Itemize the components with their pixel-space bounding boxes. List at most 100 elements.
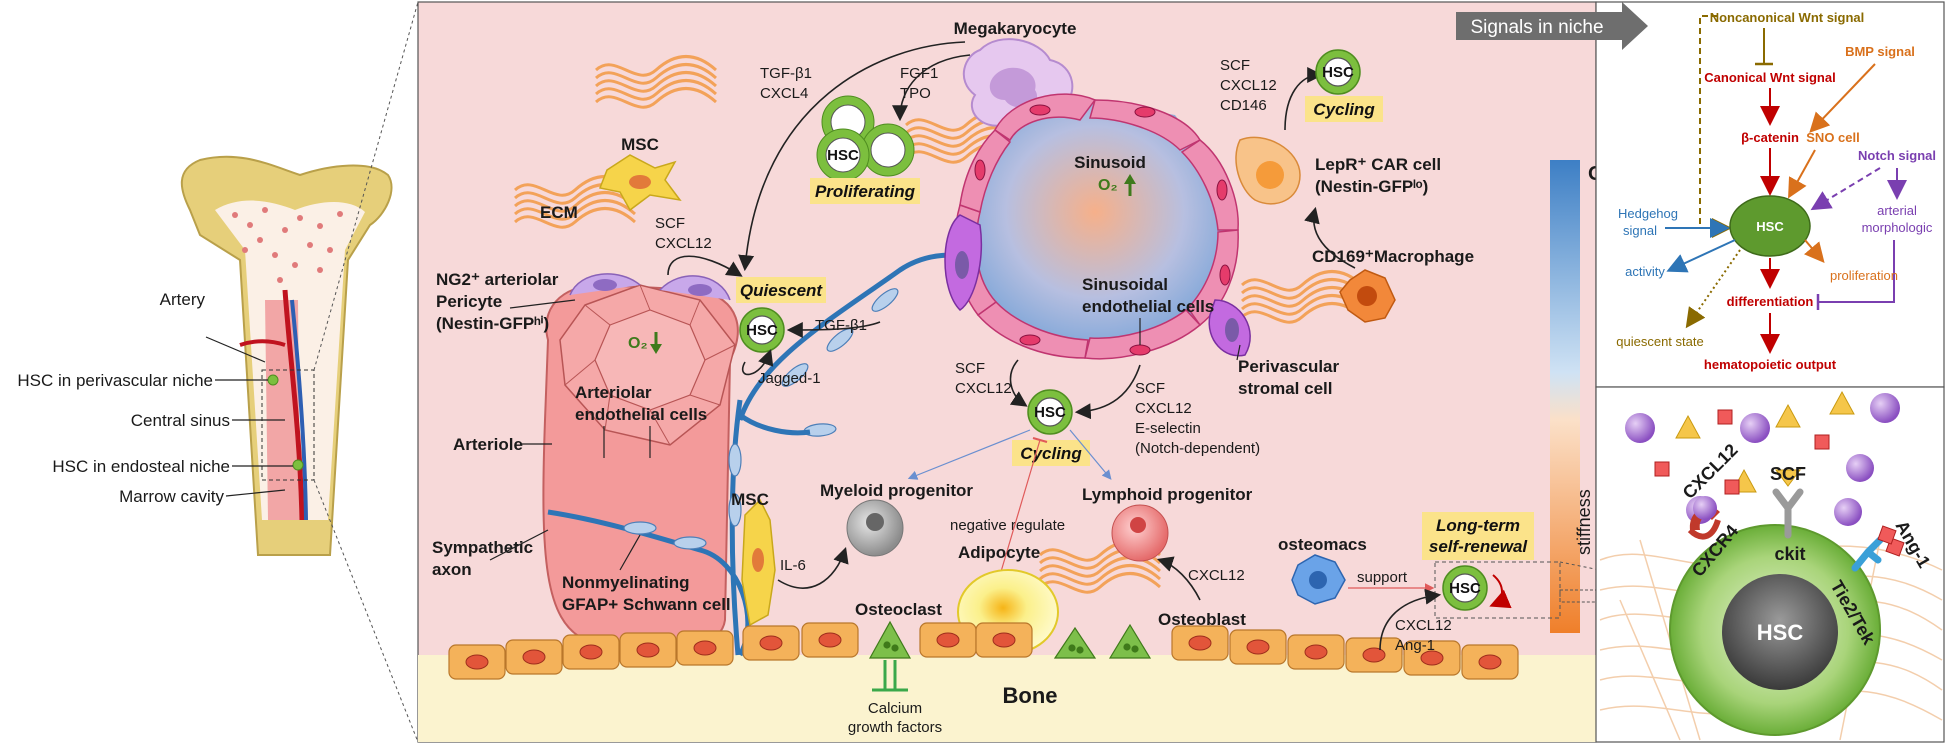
ligand-cxcl12-balls: [1625, 393, 1900, 526]
label-longterm-1: Long-term: [1436, 516, 1520, 535]
label-lymphoid: Lymphoid progenitor: [1082, 485, 1253, 504]
label-quiescent-state: quiescent state: [1616, 334, 1703, 349]
label-receptor-hsc: HSC: [1757, 620, 1804, 645]
label-arteriolar-endo-1: Arteriolar: [575, 383, 652, 402]
label-sympathetic-2: axon: [432, 560, 472, 579]
label-quiescent: Quiescent: [740, 281, 824, 300]
label-megakaryocyte: Megakaryocyte: [954, 19, 1077, 38]
niche-panel: Bone ECM O₂ stiffness Megakaryocyte TGF-…: [417, 1, 1621, 743]
tag-longterm: [1422, 512, 1534, 560]
label-osteoblast: Osteoblast: [1158, 610, 1246, 629]
label-hsc-endosteal: HSC in endosteal niche: [52, 457, 230, 476]
label-signals-hsc: HSC: [1756, 219, 1784, 234]
label-jagged: Jagged-1: [758, 370, 821, 387]
label-scf-ct: SCF: [1220, 57, 1250, 74]
svg-text:HSC: HSC: [1449, 580, 1481, 597]
label-bone: Bone: [1003, 683, 1058, 708]
label-scf-2: SCF: [955, 360, 985, 377]
label-arterial-2: morphologic: [1862, 220, 1933, 235]
sympathetic-axon: [547, 509, 751, 657]
label-arteriolar-endo-2: endothelial cells: [575, 405, 707, 424]
label-il6: IL-6: [780, 557, 806, 574]
label-cxcl12-2: CXCL12: [955, 380, 1012, 397]
label-stiffness: stiffness: [1574, 489, 1594, 555]
label-scf-receptor: SCF: [1770, 464, 1806, 484]
label-fgf1: FGF1: [900, 65, 938, 82]
label-hedgehog-1: Hedgehog: [1618, 206, 1678, 221]
label-ng2-line1: NG2⁺ arteriolar: [436, 270, 559, 289]
label-cxcl12-ob: CXCL12: [1188, 567, 1245, 584]
label-signals-header: Signals in niche: [1470, 17, 1603, 38]
label-osteomacs: osteomacs: [1278, 535, 1367, 554]
label-sinusoid: Sinusoid: [1074, 153, 1146, 172]
label-arteriole: Arteriole: [453, 435, 523, 454]
label-marrow-cavity: Marrow cavity: [119, 487, 224, 506]
label-sno: SNO cell: [1806, 130, 1859, 145]
tag-quiescent: [736, 277, 826, 303]
label-scf-3: SCF: [1135, 380, 1165, 397]
label-cxcl4: CXCL4: [760, 85, 808, 102]
proliferating-hsc-cluster: HSC: [816, 95, 915, 182]
label-ang1: Ang-1: [1395, 637, 1435, 654]
label-o2-low: O₂: [628, 335, 648, 352]
label-cycling-mid: Cycling: [1020, 444, 1082, 463]
label-negative: negative regulate: [950, 517, 1065, 534]
label-hsc-perivascular: HSC in perivascular niche: [17, 371, 213, 390]
label-support: support: [1357, 569, 1408, 586]
label-differentiation: differentiation: [1727, 294, 1814, 309]
label-msc-mid: MSC: [731, 490, 769, 509]
label-sinusoidal-1: Sinusoidal: [1082, 275, 1168, 294]
label-cxcl12-lt: CXCL12: [1395, 617, 1452, 634]
label-cxcl12-ct: CXCL12: [1220, 77, 1277, 94]
label-ng2-line2: Pericyte: [436, 292, 502, 311]
label-ecm: ECM: [540, 203, 578, 222]
receptor-hsc-nucleus: [1722, 574, 1838, 690]
receptor-panel: HSC CXCL12 CXCR4 SCF ckit Ang-1 Tie2/T: [1595, 386, 1945, 743]
cycling-top-hsc: HSC: [1315, 49, 1361, 95]
bone-labels: Artery HSC in perivascular niche Central…: [17, 290, 293, 506]
label-tgf-b1-2: TGF-β1: [815, 317, 867, 334]
label-o2-high: O₂: [1098, 177, 1118, 194]
label-perivascular-1: Perivascular: [1238, 357, 1340, 376]
schwann-cells: [623, 288, 899, 550]
label-cd146: CD146: [1220, 97, 1267, 114]
label-activity: activity: [1625, 264, 1665, 279]
label-lepr-1: LepR⁺ CAR cell: [1315, 155, 1441, 174]
tie2-receptor: [1851, 536, 1884, 572]
label-bcatenin: β-catenin: [1741, 130, 1799, 145]
label-hedgehog-2: signal: [1623, 223, 1657, 238]
label-cxcl12-3: CXCL12: [1135, 400, 1192, 417]
label-hematopoietic: hematopoietic output: [1704, 357, 1837, 372]
label-longterm-2: self-renewal: [1429, 537, 1529, 556]
sinusoid: [944, 93, 1251, 360]
label-canonical: Canonical Wnt signal: [1704, 70, 1835, 85]
cycling-mid-hsc: HSC: [1027, 389, 1073, 435]
label-perivascular-2: stromal cell: [1238, 379, 1333, 398]
label-osteoclast: Osteoclast: [855, 600, 942, 619]
osteoclasts: [868, 620, 1152, 659]
label-cxcl12-1: CXCL12: [655, 235, 712, 252]
label-myeloid: Myeloid progenitor: [820, 481, 973, 500]
label-tgf-b1-mk: TGF-β1: [760, 65, 812, 82]
ligand-ang1-squares: [1654, 409, 1905, 557]
label-ng2-line3: (Nestin-GFPʰⁱ): [436, 314, 549, 333]
label-proliferating: Proliferating: [815, 182, 916, 201]
svg-text:HSC: HSC: [1034, 404, 1066, 421]
hsc-label: HSC: [827, 147, 859, 164]
label-msc-top: MSC: [621, 135, 659, 154]
label-bmp: BMP signal: [1845, 44, 1915, 59]
label-notch: (Notch-dependent): [1135, 440, 1260, 457]
label-schwann-2: GFAP+ Schwann cell: [562, 595, 731, 614]
label-sinusoidal-2: endothelial cells: [1082, 297, 1214, 316]
label-calcium-2: growth factors: [848, 719, 942, 736]
lymphoid-progenitor-cell: [1111, 504, 1169, 562]
tag-proliferating: [810, 178, 920, 204]
label-adipocyte: Adipocyte: [958, 543, 1040, 562]
svg-text:HSC: HSC: [1322, 64, 1354, 81]
bone-illustration: [180, 1, 419, 743]
svg-text:HSC: HSC: [746, 322, 778, 339]
label-cycling-top: Cycling: [1313, 100, 1375, 119]
label-noncanonical: Noncanonical Wnt signal: [1710, 10, 1865, 25]
label-scf-1: SCF: [655, 215, 685, 232]
